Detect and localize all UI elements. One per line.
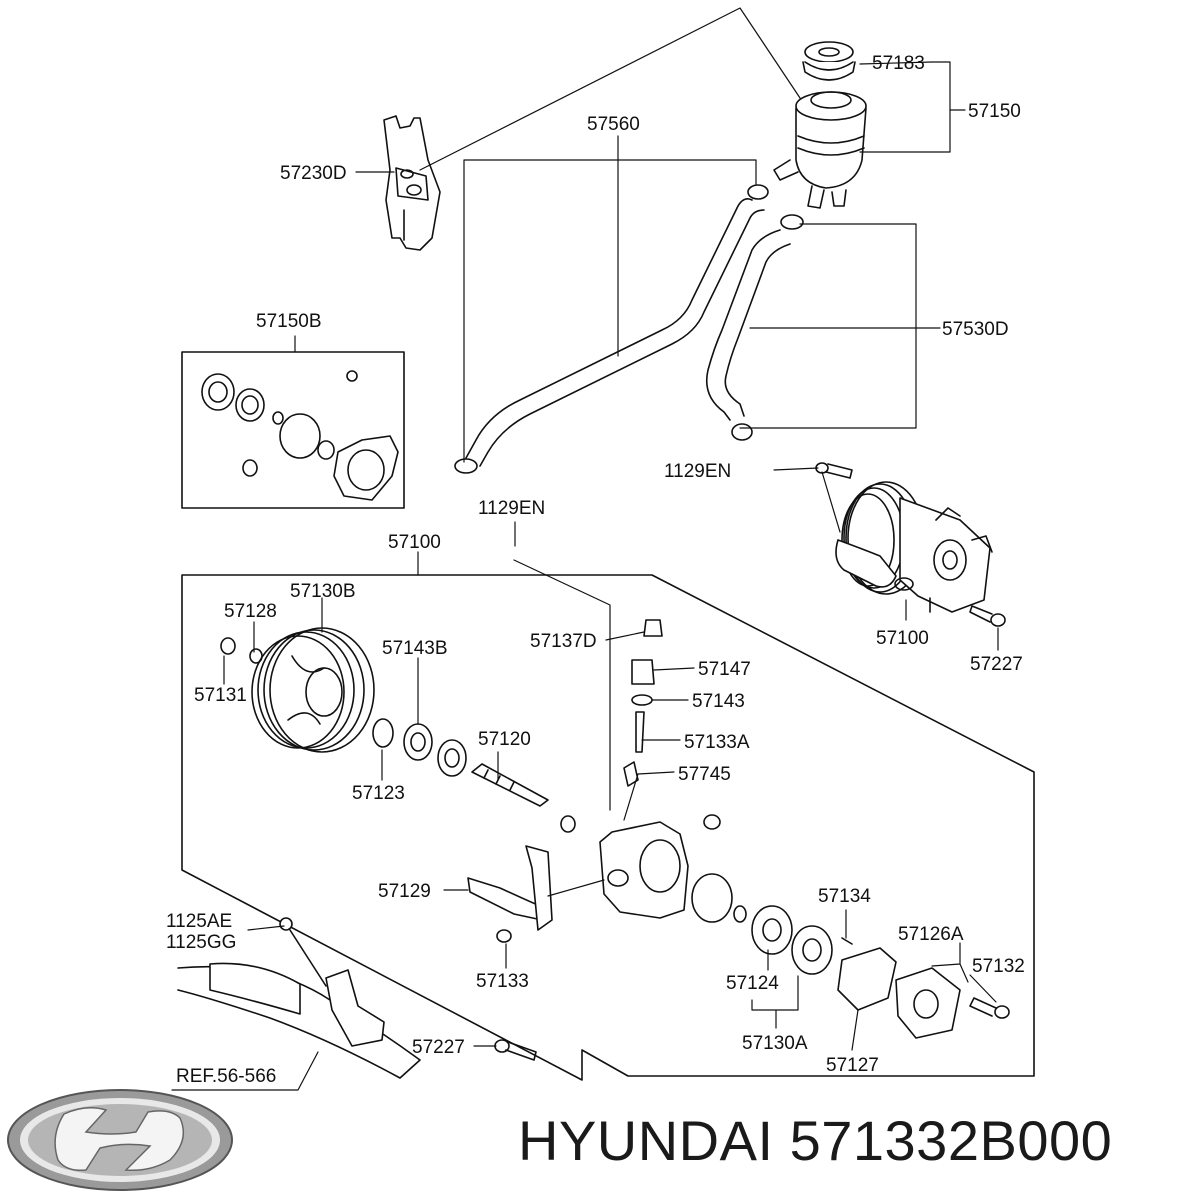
label-57132: 57132	[972, 956, 1025, 977]
label-57227-bottom: 57227	[412, 1037, 465, 1058]
label-57227-right: 57227	[970, 654, 1023, 675]
label-57120: 57120	[478, 729, 531, 750]
reservoir-part	[773, 91, 867, 209]
pump-assembly-part	[835, 481, 993, 613]
label-57143: 57143	[692, 691, 745, 712]
label-57530d: 57530D	[942, 319, 1009, 340]
pulley-part	[220, 627, 375, 753]
label-57130b: 57130B	[290, 581, 356, 602]
label-1129en-left: 1129EN	[478, 498, 545, 519]
part-number: 571332B000	[789, 1109, 1113, 1172]
bolt-57227-right-part	[969, 605, 1006, 627]
label-57124: 57124	[726, 973, 779, 994]
label-57150b: 57150B	[256, 311, 322, 332]
label-57134: 57134	[818, 886, 871, 907]
brand-name: HYUNDAI	[518, 1109, 774, 1172]
label-57131: 57131	[194, 685, 247, 706]
seal-kit-box	[181, 351, 405, 509]
label-57560: 57560	[587, 114, 640, 135]
label-57230d: 57230D	[280, 163, 347, 184]
hyundai-logo	[7, 1089, 233, 1191]
exploded-view-box	[181, 574, 1035, 1081]
label-57129: 57129	[378, 881, 431, 902]
label-57133a: 57133A	[684, 732, 750, 753]
rotor-cam-parts	[691, 873, 1010, 1039]
label-57127: 57127	[826, 1055, 879, 1076]
reservoir-cap-part	[802, 41, 856, 81]
label-57137d: 57137D	[530, 631, 597, 652]
suction-pipe-part	[467, 845, 553, 943]
return-tube-clamp-parts	[177, 917, 537, 1079]
label-57745: 57745	[678, 764, 731, 785]
label-57123: 57123	[352, 783, 405, 804]
bracket-57230d-part	[383, 115, 441, 251]
label-57100-assy: 57100	[876, 628, 929, 649]
part-labels: 57183 57150 57560 57230D 57150B 57530D 1…	[166, 53, 1025, 1087]
label-1129en-right: 1129EN	[664, 461, 731, 482]
leader-lines	[171, 7, 999, 1091]
label-57147: 57147	[698, 659, 751, 680]
part-title: HYUNDAI 571332B000	[518, 1108, 1112, 1173]
label-57183: 57183	[872, 53, 925, 74]
label-1125ae: 1125AE	[166, 911, 232, 932]
label-57130a: 57130A	[742, 1033, 808, 1054]
label-57126a: 57126A	[898, 924, 964, 945]
seal-kit-parts	[201, 370, 399, 501]
bolt-1129en-right-part	[815, 462, 853, 479]
label-57128: 57128	[224, 601, 277, 622]
label-57150: 57150	[968, 101, 1021, 122]
supply-hose-57560-part	[454, 184, 769, 474]
valve-parts	[623, 619, 663, 787]
label-57133: 57133	[476, 971, 529, 992]
label-57143b: 57143B	[382, 638, 448, 659]
bearing-shaft-parts	[372, 718, 576, 833]
pump-housing-part	[599, 814, 721, 919]
ref-note: REF.56-566	[176, 1066, 276, 1087]
label-57100-box: 57100	[388, 532, 441, 553]
label-1125gg: 1125GG	[166, 932, 236, 953]
